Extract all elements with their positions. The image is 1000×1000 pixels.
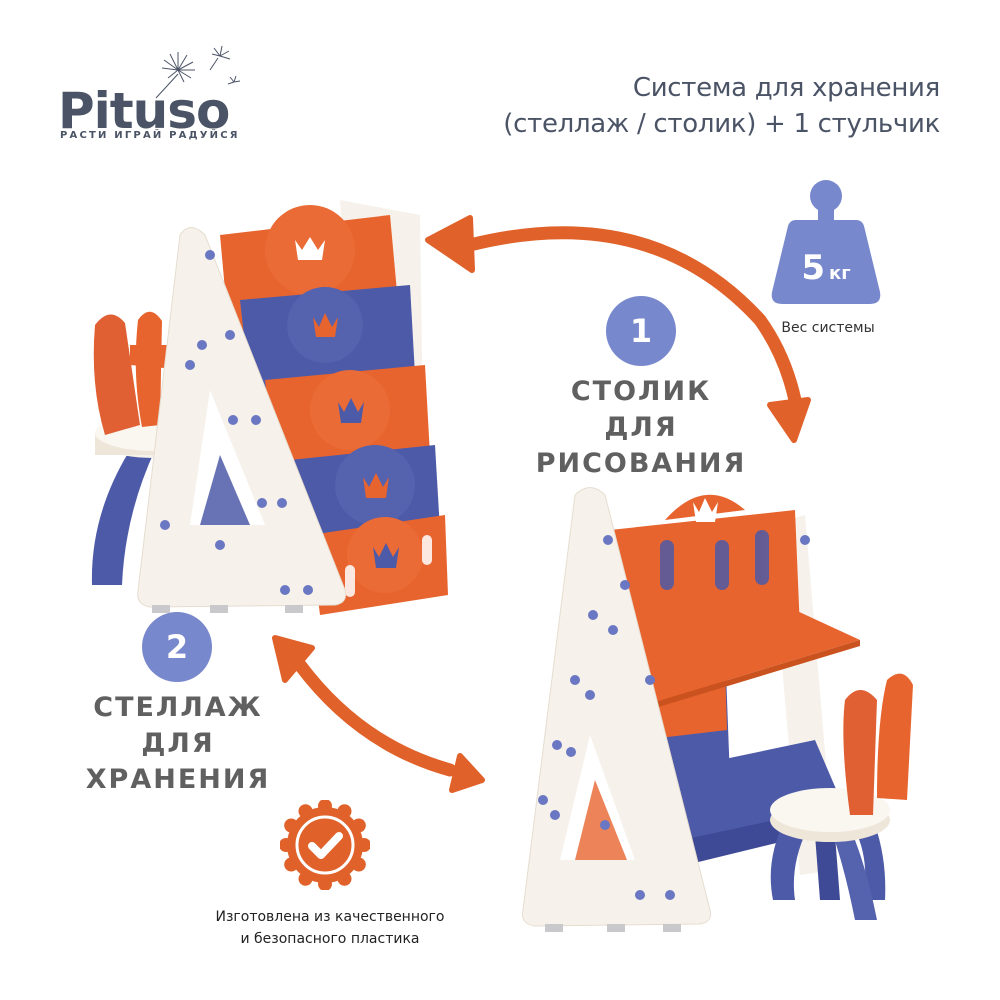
- mode-2-number: 2: [142, 612, 212, 682]
- mode-1-label-line: СТОЛИК: [570, 376, 712, 407]
- mode-2-label-line: ХРАНЕНИЯ: [85, 764, 271, 795]
- storage-rack-image: [91, 200, 448, 615]
- mode-1-label-line: РИСОВАНИЯ: [535, 448, 747, 479]
- weight-icon: [771, 180, 881, 304]
- title-line-2: (стеллаж / столик) + 1 стульчик: [503, 109, 940, 139]
- quality-caption-line: Изготовлена из качественного: [215, 909, 445, 925]
- title-line-1: Система для хранения: [632, 73, 940, 103]
- mode-1-label: СТОЛИК ДЛЯ РИСОВАНИЯ: [530, 374, 752, 482]
- quality-caption-line: и безопасного пластика: [240, 931, 420, 947]
- dandelion-icon: [155, 45, 241, 99]
- brand-tagline: РАСТИ ИГРАЙ РАДУЙСЯ: [60, 130, 240, 141]
- bunny-chair-icon: [770, 673, 913, 920]
- mode-1-label-line: ДЛЯ: [604, 412, 678, 443]
- mode-2-label-line: СТЕЛЛАЖ: [93, 692, 263, 723]
- quality-caption: Изготовлена из качественного и безопасно…: [180, 906, 480, 950]
- drawing-desk-image: [522, 487, 913, 932]
- checkmark-seal-icon: [280, 800, 370, 890]
- brand-logo: Pituso РАСТИ ИГРАЙ РАДУЙСЯ: [58, 40, 241, 150]
- arrow-top-head-right-icon: [767, 397, 811, 443]
- arrow-bottom-head-up-icon: [272, 635, 315, 683]
- weight-caption: Вес системы: [781, 320, 875, 336]
- mode-1-number: 1: [606, 296, 676, 366]
- mode-2-label-line: ДЛЯ: [141, 728, 215, 759]
- mode-2-label: СТЕЛЛАЖ ДЛЯ ХРАНЕНИЯ: [80, 690, 276, 798]
- page-title: Система для хранения (стеллаж / столик) …: [503, 70, 940, 142]
- arrow-bottom-head-down-icon: [449, 753, 485, 793]
- brand-name: Pituso: [58, 82, 230, 140]
